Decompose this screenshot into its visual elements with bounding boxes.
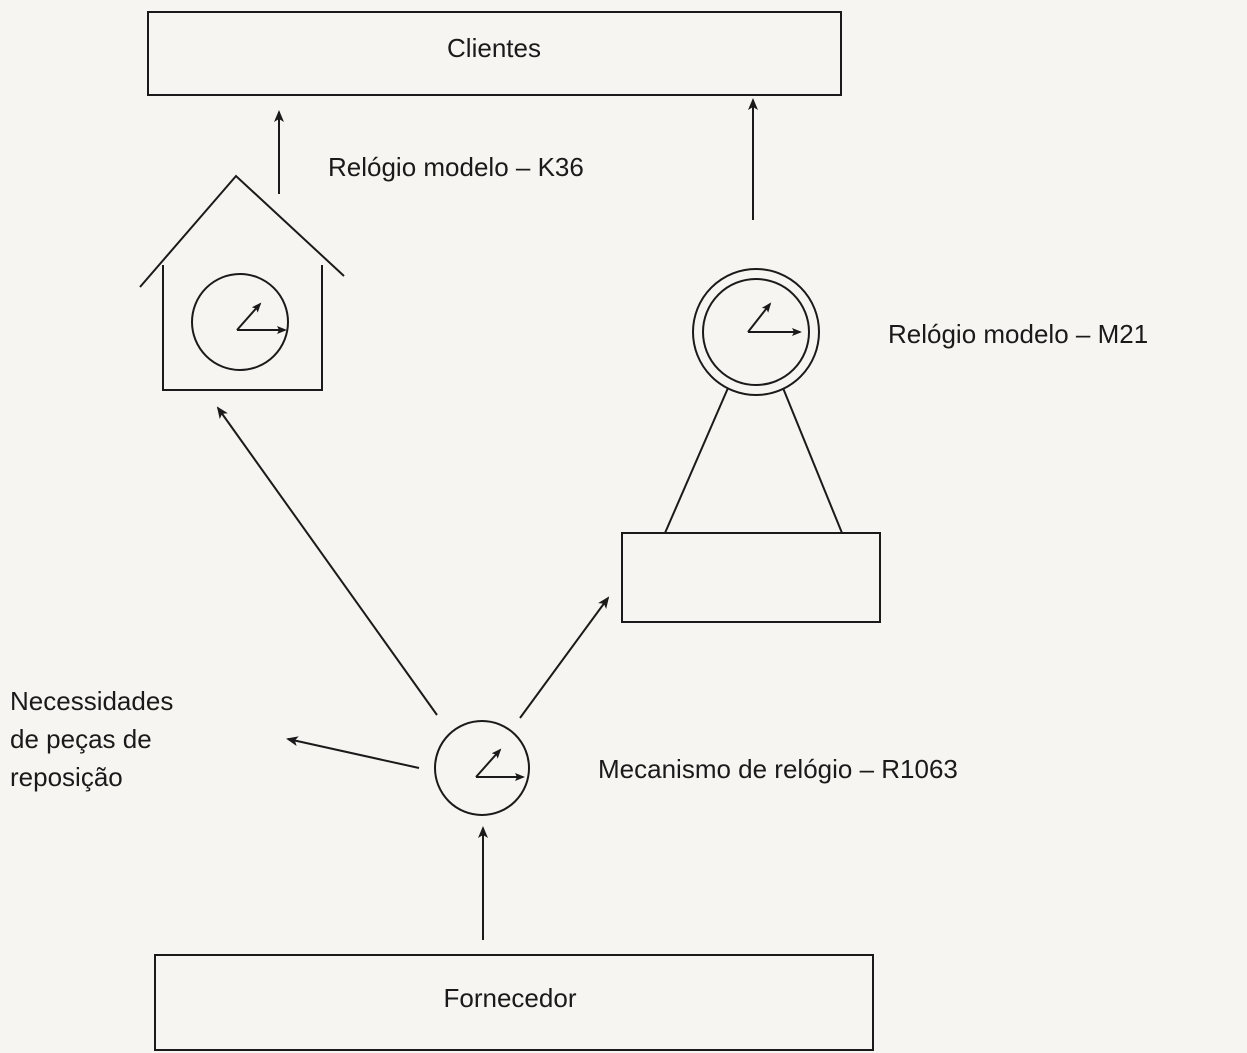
supplier-box: Fornecedor [154,954,874,1051]
label-mechanism: Mecanismo de relógio – R1063 [598,754,958,784]
spare-parts-line-2: de peças de [10,724,152,754]
clock-icon [692,268,820,396]
house-icon [139,174,345,391]
arrow-mechanism-to-spare-parts [286,736,420,769]
customers-box: Clientes [147,11,842,96]
label-spare-parts: Necessidades de peças de reposição [10,686,181,792]
arrow-icon [216,98,758,940]
supplier-label: Fornecedor [444,983,577,1013]
arrow-mechanism-to-m21 [519,596,610,719]
customers-label: Clientes [447,33,541,63]
arrow-mechanism-to-k36 [216,406,438,716]
label-model-k36: Relógio modelo – K36 [328,152,584,182]
spare-parts-line-3: reposição [10,762,123,792]
clock-icon [434,720,530,816]
clock-k36-house [139,174,345,391]
mechanism-r1063 [434,720,530,816]
clock-m21-stand [621,268,881,623]
label-model-m21: Relógio modelo – M21 [888,319,1148,349]
clock-icon [191,273,289,371]
spare-parts-line-1: Necessidades [10,686,173,716]
